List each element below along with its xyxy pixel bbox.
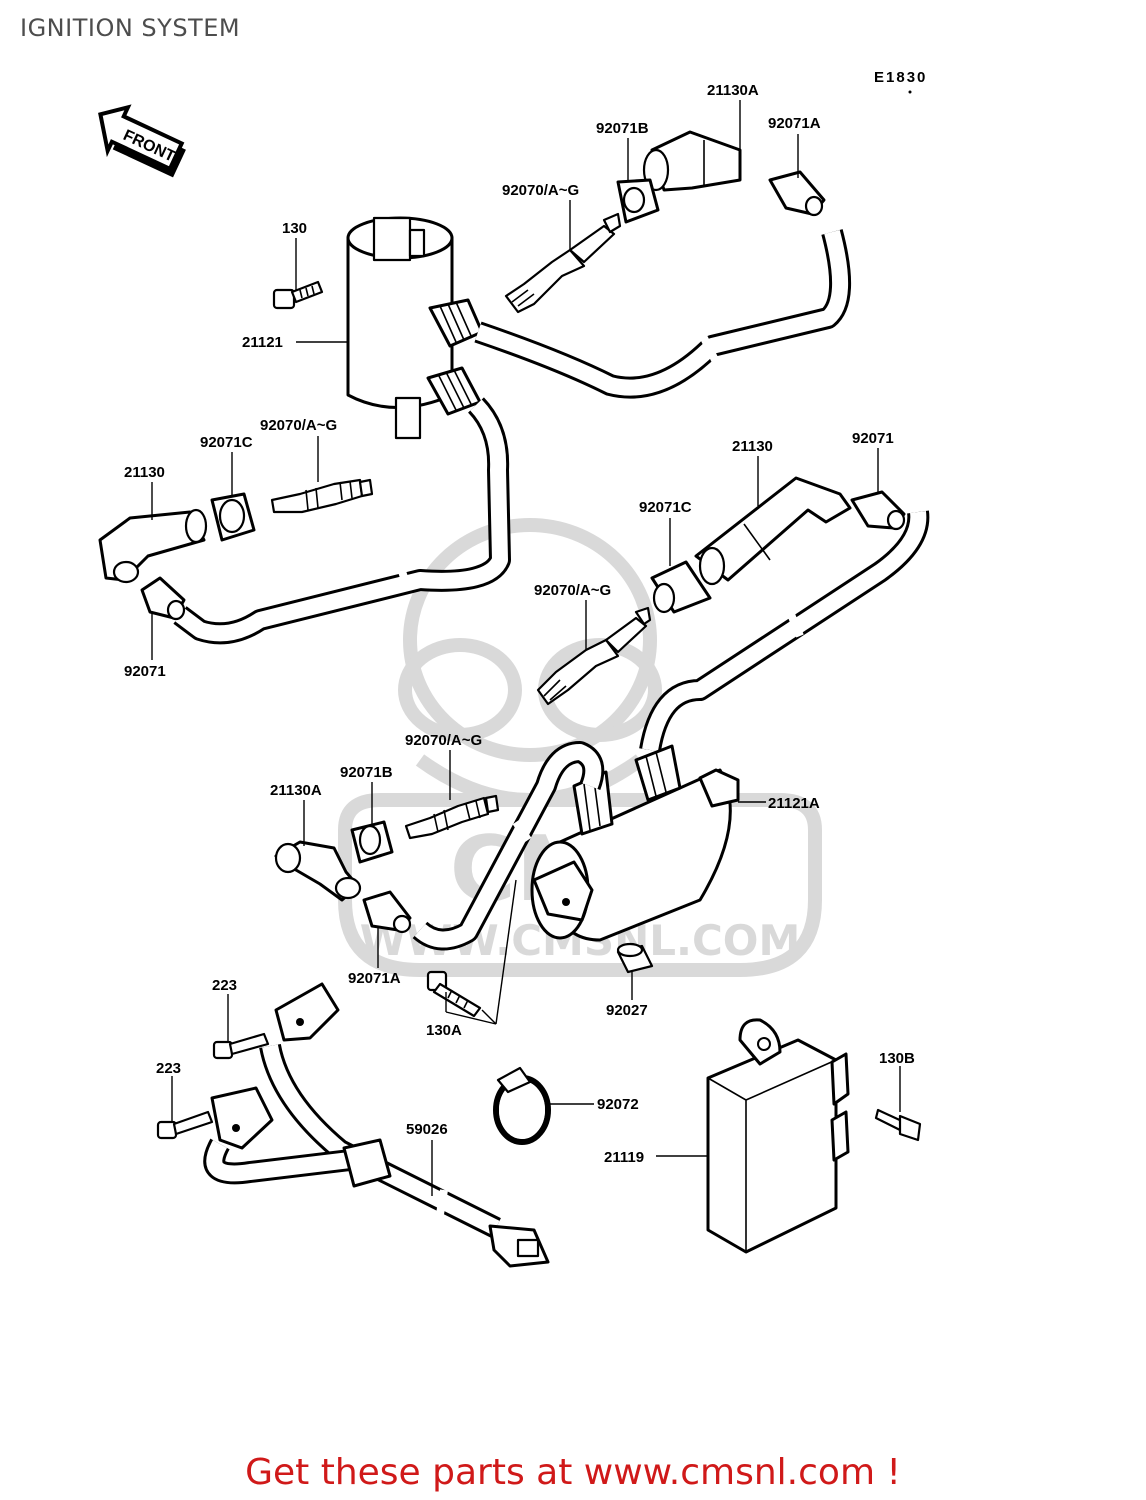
callout-21130-left: 21130 xyxy=(124,464,165,481)
callout-223-b: 223 xyxy=(156,1060,181,1077)
callout-92070-mid: 92070/A~G xyxy=(534,582,611,599)
seal-92071a-top xyxy=(768,170,826,217)
leader-lines xyxy=(151,100,901,1196)
seal-92071c-left xyxy=(210,492,256,542)
bolt-130 xyxy=(272,280,324,310)
ignition-system-diagram: CMS WWW.CMSNL.COM E1830 FRONT xyxy=(98,69,930,1268)
ignition-coil-21121a xyxy=(530,744,740,942)
callout-21130a-top: 21130A xyxy=(707,82,759,99)
spark-plug-left xyxy=(270,478,374,514)
callout-92071c-right: 92071C xyxy=(639,499,692,516)
hv-cable-lower xyxy=(412,741,605,951)
plug-cap-21130-right xyxy=(694,476,852,586)
seal-92071-left xyxy=(140,576,186,621)
bolt-130a xyxy=(426,970,482,1018)
callout-92071c-left: 92071C xyxy=(200,434,253,451)
plug-cap-21130a-low xyxy=(274,840,362,902)
callout-130a: 130A xyxy=(426,1022,462,1039)
seal-92071b-low xyxy=(350,820,394,864)
callout-92071a-top: 92071A xyxy=(768,115,821,132)
seal-92071c-right xyxy=(650,560,712,614)
callout-92071b-low: 92071B xyxy=(340,764,393,781)
callout-130b: 130B xyxy=(879,1050,915,1067)
hv-cable-right xyxy=(639,510,930,753)
front-arrow-icon: FRONT xyxy=(98,104,186,178)
bolt-130b xyxy=(874,1108,922,1142)
pickup-coil-upper xyxy=(274,982,340,1042)
callout-92071a-low: 92071A xyxy=(348,970,401,987)
callout-21119: 21119 xyxy=(604,1149,644,1166)
cdi-unit-21119 xyxy=(706,1018,850,1254)
bolt-223-b xyxy=(156,1110,214,1140)
clamp-92072 xyxy=(493,1066,551,1145)
spark-plug-low xyxy=(404,794,500,840)
callout-92072: 92072 xyxy=(597,1096,639,1113)
collar-92027 xyxy=(616,942,654,974)
callout-21121a: 21121A xyxy=(768,795,820,812)
hv-cable-left xyxy=(173,397,511,645)
seal-92071b-top xyxy=(616,178,660,224)
hv-cable-top xyxy=(474,229,851,399)
plug-cap-21130-left xyxy=(98,508,208,584)
spark-plug-mid xyxy=(536,606,652,706)
bolt-223-a xyxy=(212,1032,270,1060)
callout-223-a: 223 xyxy=(212,977,237,994)
callout-labels: 21130A 92071B 92071A 92070/A~G 130 21121… xyxy=(124,82,915,1166)
callout-130: 130 xyxy=(282,220,307,237)
footer-cta-link[interactable]: Get these parts at www.cmsnl.com ! xyxy=(245,1452,901,1493)
harness-59026 xyxy=(203,1043,550,1268)
callout-92027: 92027 xyxy=(606,1002,648,1019)
callout-92070-top: 92070/A~G xyxy=(502,182,579,199)
pickup-coil-lower xyxy=(210,1086,274,1150)
callout-92071-right: 92071 xyxy=(852,430,894,447)
callout-92071b-top: 92071B xyxy=(596,120,649,137)
diagram-code: E1830 xyxy=(874,69,927,86)
callout-92070-low: 92070/A~G xyxy=(405,732,482,749)
seal-92071a-low xyxy=(362,890,412,934)
callout-92070-left: 92070/A~G xyxy=(260,417,337,434)
page-title: IGNITION SYSTEM xyxy=(20,14,241,42)
callout-21130-right: 21130 xyxy=(732,438,773,455)
plug-cap-21130a-top xyxy=(642,130,742,192)
callout-59026: 59026 xyxy=(406,1121,448,1138)
callout-92071-left: 92071 xyxy=(124,663,166,680)
spark-plug-top xyxy=(504,212,622,314)
callout-21130a-low: 21130A xyxy=(270,782,322,799)
ignition-coil-21121 xyxy=(346,216,484,440)
seal-92071-right xyxy=(850,490,906,531)
callout-21121: 21121 xyxy=(242,334,283,351)
